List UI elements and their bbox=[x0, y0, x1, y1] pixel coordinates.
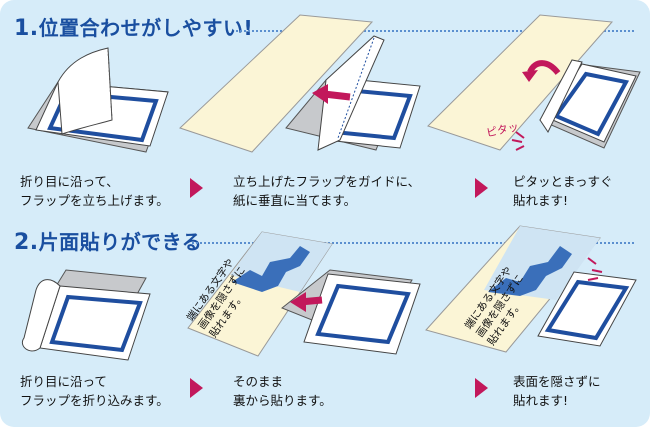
holder-folded-flap bbox=[22, 269, 151, 361]
section1-step1-caption: 折り目に沿って、 フラップを立ち上げます。 bbox=[20, 174, 169, 208]
section1-step3-caption: ピタッとまっすぐ 貼れます! bbox=[513, 174, 613, 208]
holder-behind bbox=[281, 269, 421, 355]
next-arrow-icon bbox=[190, 178, 203, 198]
impact-lines-icon bbox=[587, 257, 603, 281]
poster bbox=[425, 225, 601, 353]
section1-title-text: 位置合わせがしやすい! bbox=[38, 16, 254, 40]
rotate-arrow-icon bbox=[522, 60, 561, 82]
next-arrow-icon bbox=[190, 378, 203, 398]
poster bbox=[187, 231, 333, 357]
section2-step1-caption: 折り目に沿って フラップを折り込みます。 bbox=[20, 374, 169, 408]
section2-step2-caption: そのまま 裏から貼ります。 bbox=[233, 374, 332, 408]
section2-step3-caption: 表面を隠さずに 貼れます! bbox=[513, 374, 601, 408]
section2-title-text: 片面貼りができる bbox=[38, 230, 203, 254]
section1-title: 1.位置合わせがしやすい! bbox=[14, 12, 253, 41]
paper-sheet bbox=[427, 14, 614, 151]
section1-step2-caption: 立ち上げたフラップをガイドに、 紙に垂直に当てます。 bbox=[233, 174, 421, 208]
section2-title: 2.片面貼りができる bbox=[14, 226, 202, 255]
paper-sheet bbox=[179, 14, 374, 153]
impact-lines-icon bbox=[511, 131, 525, 151]
next-arrow-icon bbox=[475, 378, 488, 398]
section2-divider bbox=[192, 242, 634, 244]
section2-number: 2. bbox=[14, 230, 39, 255]
holder-attached bbox=[539, 59, 641, 149]
arrow-up-left-icon bbox=[312, 84, 351, 104]
holder-guide bbox=[285, 35, 421, 151]
section1-number: 1. bbox=[14, 16, 39, 41]
next-arrow-icon bbox=[475, 178, 488, 198]
holder-front bbox=[537, 271, 637, 347]
section1-divider bbox=[236, 30, 634, 32]
holder-open-flap bbox=[27, 47, 169, 153]
arrow-left-icon bbox=[290, 292, 323, 312]
